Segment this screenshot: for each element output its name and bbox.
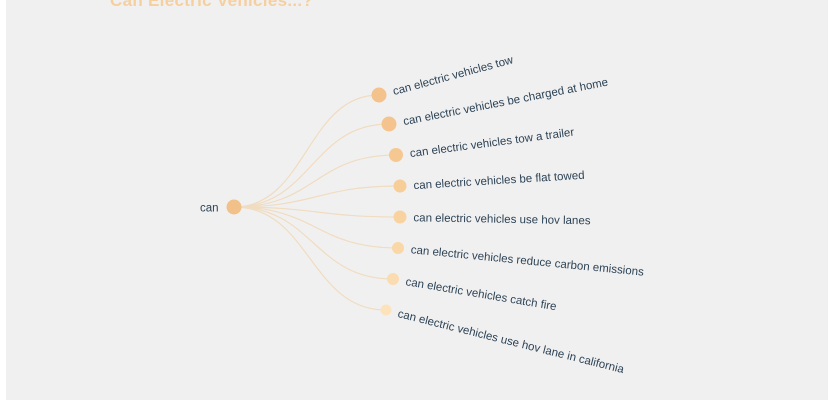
suggestion-panel: Can Electric Vehicles...? xyxy=(6,0,828,400)
child-node[interactable]: can electric vehicles reduce carbon emis… xyxy=(392,242,645,279)
child-node-circle[interactable] xyxy=(387,273,399,285)
child-node-circle[interactable] xyxy=(381,116,397,132)
child-node-circle[interactable] xyxy=(380,304,392,316)
child-node-label[interactable]: can electric vehicles use hov lanes xyxy=(413,212,590,227)
tree-link xyxy=(233,206,387,311)
root-node-label[interactable]: can xyxy=(200,203,219,215)
child-node[interactable]: can electric vehicles use hov lanes xyxy=(393,210,591,228)
child-node-label[interactable]: can electric vehicles tow a trailer xyxy=(409,127,575,161)
child-node-label[interactable]: can electric vehicles tow xyxy=(392,54,516,98)
child-node-label[interactable]: can electric vehicles catch fire xyxy=(405,276,558,313)
tree-link xyxy=(233,94,380,208)
root-node[interactable]: can xyxy=(200,199,242,215)
child-node-circle[interactable] xyxy=(393,210,407,224)
root-node-circle[interactable] xyxy=(226,199,242,215)
child-node-circle[interactable] xyxy=(371,87,387,103)
tree-link xyxy=(233,185,401,208)
child-node-label[interactable]: can electric vehicles reduce carbon emis… xyxy=(410,244,644,278)
child-node-circle[interactable] xyxy=(392,242,404,254)
tree-link xyxy=(233,206,394,280)
tree-links xyxy=(233,94,401,311)
tree-link xyxy=(233,206,399,249)
child-node[interactable]: can electric vehicles catch fire xyxy=(387,273,557,313)
child-node[interactable]: can electric vehicles tow xyxy=(371,54,516,103)
child-node[interactable]: can electric vehicles tow a trailer xyxy=(389,127,575,162)
child-node-circle[interactable] xyxy=(393,179,407,193)
child-node[interactable]: can electric vehicles be flat towed xyxy=(393,170,585,193)
panel-title: Can Electric Vehicles...? xyxy=(110,0,314,10)
child-node-label[interactable]: can electric vehicles use hov lane in ca… xyxy=(396,308,625,376)
tree-link xyxy=(233,206,401,218)
child-node[interactable]: can electric vehicles use hov lane in ca… xyxy=(380,304,626,377)
tree-link xyxy=(233,154,397,208)
tree-link xyxy=(233,123,390,208)
child-node-label[interactable]: can electric vehicles be flat towed xyxy=(413,170,585,192)
child-node-circle[interactable] xyxy=(389,148,403,162)
